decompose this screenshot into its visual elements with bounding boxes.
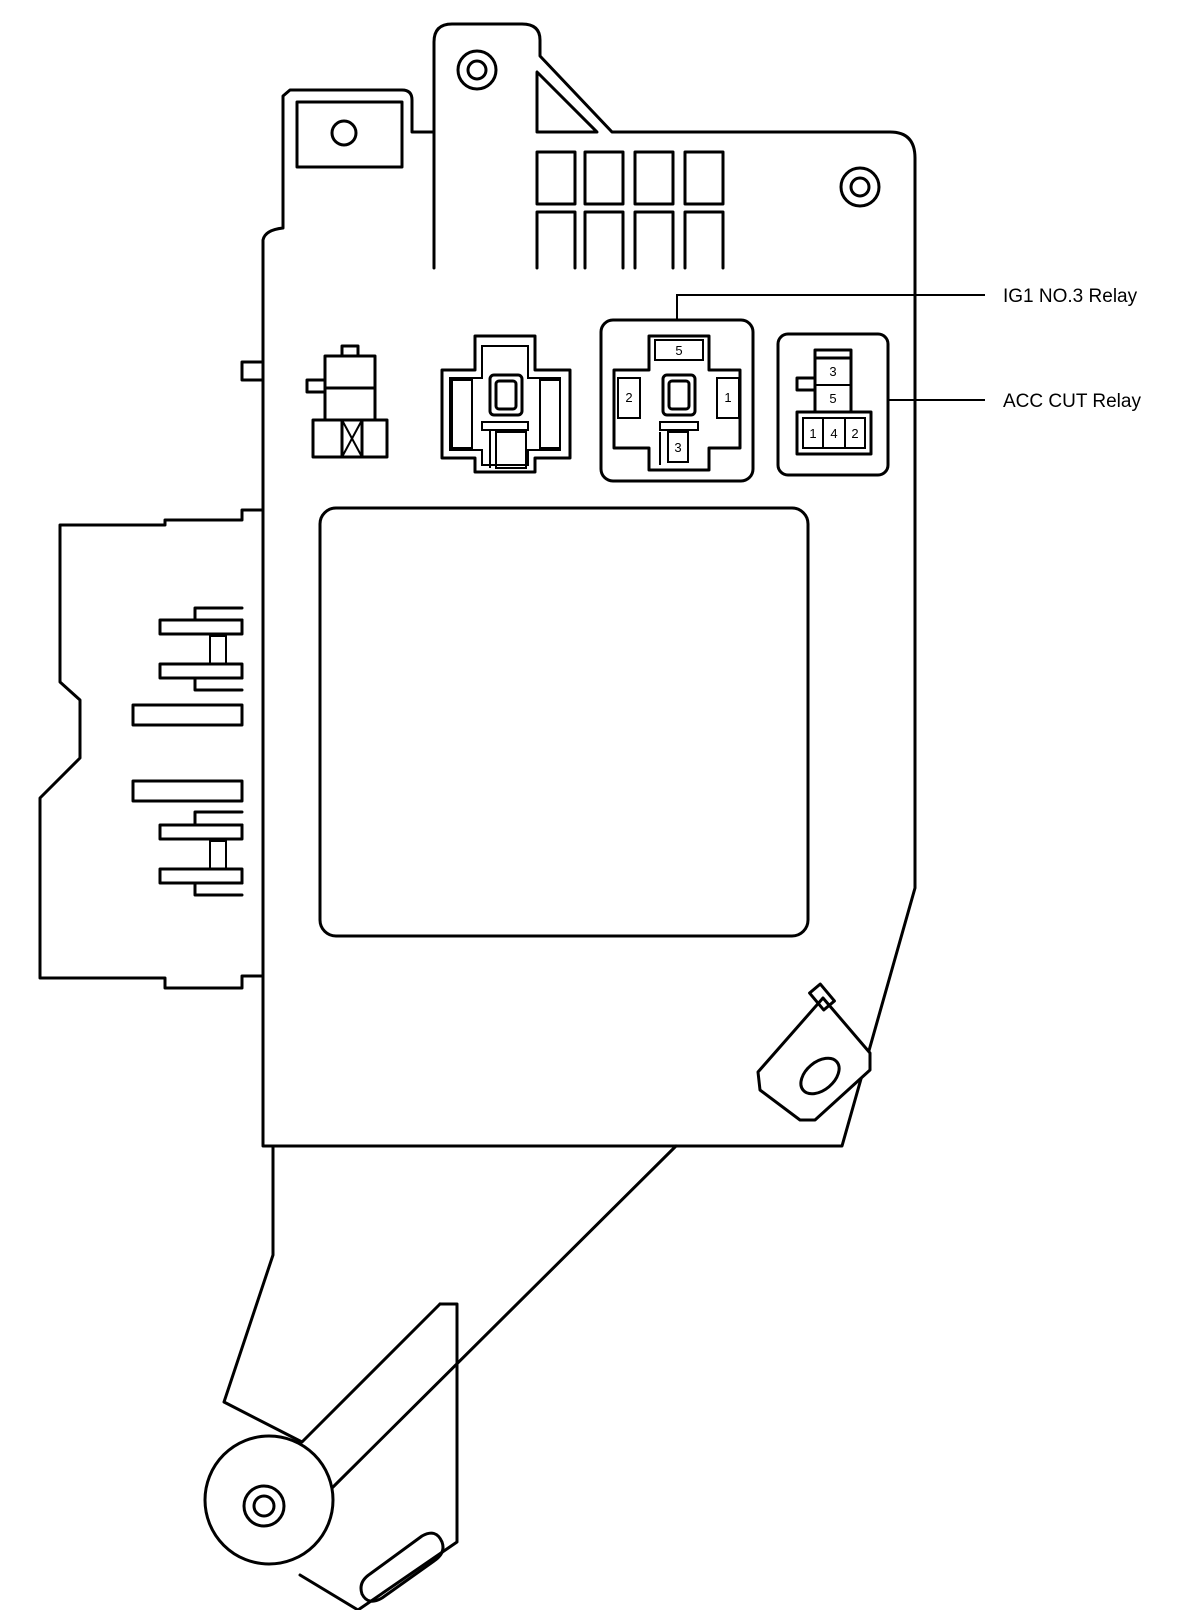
housing-outline: [261, 22, 917, 1148]
left-connector-terminals: [131, 606, 244, 897]
left-connector-housing: [38, 508, 265, 990]
lower-foot-slot: [359, 1531, 445, 1603]
top-tower-hole-outer-icon: [456, 49, 498, 91]
ig1-pin-2: 2: [625, 390, 632, 405]
lower-arm-diagonal: [326, 1144, 678, 1494]
top-left-tab-hole-icon: [330, 119, 358, 147]
right-ear-clip: [808, 982, 836, 1012]
top-tower-triangle: [535, 70, 599, 134]
center-panel: [318, 506, 810, 938]
acc-pin-3: 3: [829, 364, 836, 379]
top-right-hole-inner-icon: [849, 176, 871, 198]
ig1-no3-relay-label: IG1 NO.3 Relay: [1003, 286, 1138, 307]
left-side-nub: [240, 360, 265, 382]
acc-pin-5: 5: [829, 391, 836, 406]
ig1-pin-5: 5: [675, 343, 682, 358]
top-tower-hole-inner-icon: [466, 59, 488, 81]
ig1-no3-relay-socket: 5 2 1 3: [599, 318, 755, 483]
cross-relay-socket: [440, 334, 572, 474]
acc-pin-1: 1: [809, 426, 816, 441]
pivot-boss-outer: [203, 1434, 335, 1566]
pivot-hole-outer-icon: [242, 1484, 286, 1528]
right-ear-slot: [799, 1056, 841, 1096]
ig1-pin-1: 1: [724, 390, 731, 405]
lower-arm-outline: [222, 1144, 442, 1444]
pivot-hole-inner-icon: [252, 1494, 276, 1518]
top-left-tab: [295, 100, 404, 169]
acc-cut-relay-socket: 3 5 1 4 2: [776, 332, 890, 477]
right-mounting-ear: [756, 996, 872, 1122]
lower-foot-plate: [298, 1302, 459, 1610]
fuse-slot-grid: [535, 150, 725, 270]
ig1-pin-3: 3: [674, 440, 681, 455]
acc-pin-4: 4: [830, 426, 837, 441]
acc-pin-2: 2: [851, 426, 858, 441]
ig1-no3-relay-leader-line: [676, 294, 985, 320]
acc-cut-relay-label: ACC CUT Relay: [1003, 391, 1141, 412]
small-relay-socket: [305, 344, 389, 459]
top-right-hole-outer-icon: [839, 166, 881, 208]
